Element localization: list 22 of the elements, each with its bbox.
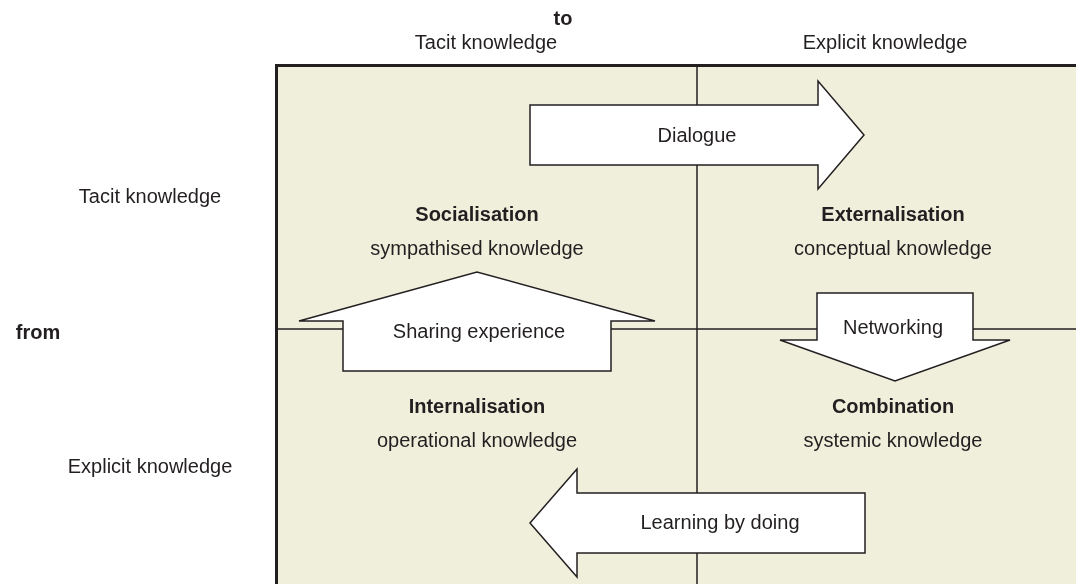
edge-label: Learning by doing [640, 510, 800, 534]
block-arrow [298, 271, 656, 372]
quadrant-heading: Socialisation [415, 202, 539, 227]
block-arrow [779, 292, 1011, 382]
block-arrow [529, 467, 866, 579]
block-arrow [529, 78, 865, 192]
quadrant-subtitle: operational knowledge [376, 428, 578, 453]
quadrant-subtitle: conceptual knowledge [794, 236, 992, 261]
axis-title: from [15, 320, 61, 344]
quadrant-heading: Externalisation [821, 202, 965, 227]
quadrant-heading: Internalisation [408, 394, 546, 419]
quadrant-heading: Combination [831, 394, 955, 419]
column-heading: Tacit knowledge [414, 30, 558, 54]
row-heading: Explicit knowledge [67, 454, 233, 478]
edge-label: Dialogue [657, 123, 737, 147]
row-heading: Tacit knowledge [78, 184, 222, 208]
column-heading: Explicit knowledge [802, 30, 968, 54]
edge-label: Sharing experience [392, 319, 566, 343]
edge-label: Networking [843, 315, 943, 339]
quadrant-subtitle: systemic knowledge [803, 428, 983, 453]
quadrant-subtitle: sympathised knowledge [370, 236, 584, 261]
axis-title: to [553, 6, 573, 30]
